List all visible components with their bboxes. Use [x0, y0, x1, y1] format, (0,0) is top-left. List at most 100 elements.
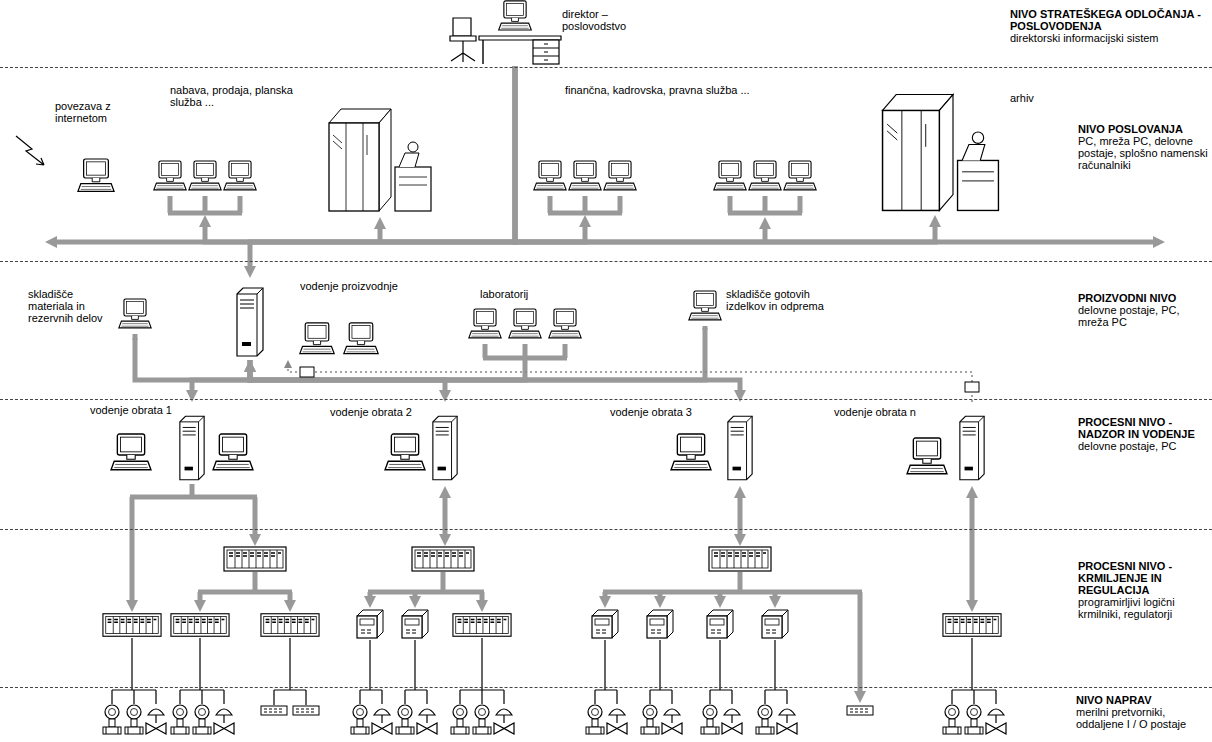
transmitter-icon: [193, 705, 211, 734]
transmitter-icon: [171, 705, 189, 734]
transmitter-icon: [125, 705, 143, 734]
station-group: vodenje obrata 2: [326, 402, 466, 490]
text-block: NIVO POSLOVANJAPC, mreža PC, delovne pos…: [1078, 123, 1208, 171]
valve-icon: [372, 709, 392, 734]
network-line: [858, 592, 863, 697]
computer-icon: [111, 434, 151, 470]
plc-icon: [943, 614, 1001, 637]
level-title: NIVO NAPRAV: [1076, 694, 1208, 706]
station-label: direktor – poslovodstvo: [562, 8, 638, 32]
field-wiring: [460, 638, 504, 704]
level-title: PROCESNI NIVO - NADZOR IN VODENJE: [1078, 416, 1208, 440]
computer-icon: [213, 434, 253, 470]
level-title: NIVO POSLOVANJA: [1078, 123, 1208, 135]
station-label: vodenje proizvodnje: [300, 280, 398, 292]
modem-box: [965, 382, 979, 392]
server-icon: [883, 95, 999, 211]
network-line: [130, 497, 135, 606]
valve-icon: [146, 709, 166, 734]
field-wiring: [112, 638, 156, 704]
level-description: delovne postaje, PC, mreža PC: [1078, 304, 1208, 328]
text-block: skladišče gotovih izdelkov in odprema: [726, 288, 852, 312]
computer-icon: [714, 161, 746, 190]
server-icon: [237, 288, 263, 356]
valve-icon: [607, 709, 627, 734]
level-band: NIVO NAPRAVmerilni pretvorniki, oddaljen…: [0, 688, 1212, 742]
text-block: PROCESNI NIVO - KRMILJENJE IN REGULACIJA…: [1078, 560, 1208, 620]
field-wiring: [650, 640, 672, 704]
station-group: vodenje obrata 1: [88, 402, 260, 490]
field-wiring: [405, 640, 427, 704]
plc-icon: [261, 614, 319, 637]
transmitter-icon: [641, 705, 659, 734]
network-line: [253, 497, 258, 540]
station-group: arhiv: [875, 72, 1050, 215]
computer-icon: [78, 159, 114, 191]
plc-icon: [103, 547, 1001, 636]
network-line: [658, 592, 663, 602]
computer-icon: [549, 309, 581, 338]
transmitter-icon: [351, 705, 369, 734]
transmitter-icon: [701, 705, 719, 734]
plc-icon: [709, 547, 771, 571]
controller-icon: [762, 610, 788, 638]
text-block: finančna, kadrovska, pravna služba ...: [565, 84, 750, 96]
computer-icon: [534, 161, 566, 190]
network-line: [763, 223, 768, 242]
station-label: vodenje obrata 3: [610, 406, 692, 418]
station-label: laboratorij: [480, 288, 528, 300]
controller-icon: [402, 610, 428, 638]
level-title: PROCESNI NIVO - KRMILJENJE IN REGULACIJA: [1078, 560, 1208, 596]
controller-icon: [357, 610, 383, 638]
station-label: povezava z internetom: [55, 100, 135, 124]
plc-icon: [171, 614, 229, 637]
server-icon: [433, 416, 457, 479]
level-description: direktorski informacijski sistem: [1010, 32, 1208, 44]
text-block: PROCESNI NIVO - NADZOR IN VODENJEdelovne…: [1078, 416, 1208, 452]
network-line: [378, 223, 383, 242]
transmitter-icon: [943, 705, 961, 734]
network-line: [603, 572, 862, 592]
valve-icon: [986, 709, 1006, 734]
level-band: NIVO POSLOVANJAPC, mreža PC, delovne pos…: [0, 68, 1212, 262]
computer-icon: [450, 1, 561, 64]
lightning-symbol: [16, 136, 44, 165]
text-block: vodenje obrata n: [834, 406, 916, 418]
station-label: arhiv: [1010, 92, 1034, 104]
valve-icon: [722, 709, 742, 734]
computer-icon: [907, 438, 947, 474]
network-line: [728, 196, 802, 213]
computer-icon: [569, 161, 601, 190]
field-wiring: [595, 640, 617, 704]
controller-icon: [707, 610, 733, 638]
network-line: [483, 344, 567, 358]
field-wiring: [765, 640, 787, 704]
io-station-icon: [261, 706, 287, 715]
network-line: [130, 484, 257, 497]
connector-group: [135, 66, 972, 402]
valve-icon: [417, 709, 437, 734]
io-station-icon: [293, 706, 319, 715]
station-group: finančna, kadrovska, pravna služba ...: [530, 82, 780, 215]
network-line: [548, 196, 622, 213]
network-line: [970, 492, 975, 606]
station-group: vodenje proizvodnje: [228, 278, 408, 360]
computer-icon: [78, 1, 947, 474]
network-line: [480, 592, 485, 606]
controller-icon: [647, 610, 673, 638]
text-block: arhiv: [1010, 92, 1034, 104]
text-block: PROIZVODNI NIVOdelovne postaje, PC, mrež…: [1078, 292, 1208, 328]
valve-icon: [494, 709, 514, 734]
transmitter-icon: [396, 705, 414, 734]
text-block: vodenje obrata 2: [330, 406, 412, 418]
computer-icon: [671, 434, 711, 470]
io-station-icon: [847, 706, 873, 715]
level-band: PROCESNI NIVO - NADZOR IN VODENJEdelovne…: [0, 400, 1212, 530]
connector: [250, 66, 515, 272]
station-group: skladišče gotovih izdelkov in odprema: [684, 286, 855, 328]
plc-icon: [103, 614, 161, 637]
field-wiring: [710, 640, 732, 704]
computer-icon: [344, 323, 378, 354]
